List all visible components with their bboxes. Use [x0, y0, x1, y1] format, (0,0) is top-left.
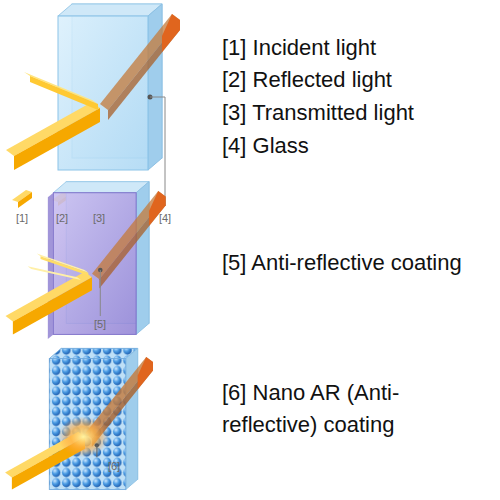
callout-number: [3]: [92, 212, 106, 224]
part-label: [6] Nano AR (Anti-reflective) coating: [222, 377, 494, 441]
part-label: [4] Glass: [222, 130, 497, 162]
nano-coated-glass-figure: [5, 348, 153, 489]
glass-figure: [6, 4, 180, 208]
callout-number: [2]: [55, 212, 69, 224]
part-label: [2] Reflected light: [222, 64, 497, 96]
part-label: [3] Transmitted light: [222, 97, 497, 129]
callout-number: [4]: [158, 212, 172, 224]
callout-number: [5]: [93, 318, 107, 330]
part-label: [5] Anti-reflective coating: [222, 247, 472, 279]
callout-number: [6]: [107, 460, 121, 472]
callout-number: [1]: [15, 212, 29, 224]
coated-glass-figure: [6, 182, 166, 339]
part-label: [1] Incident light: [222, 32, 497, 64]
